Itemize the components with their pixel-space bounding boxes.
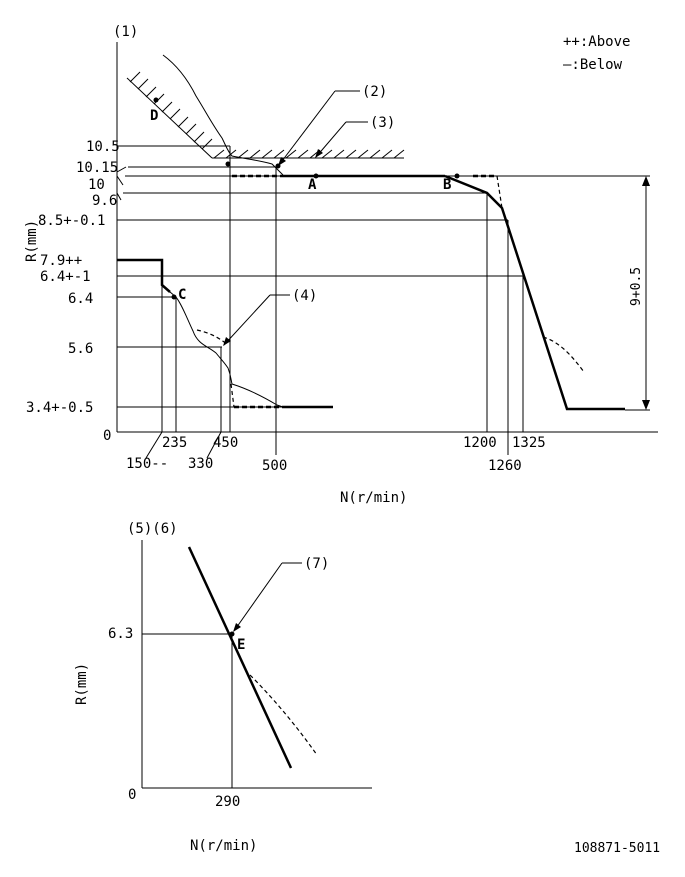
point-b-marker bbox=[454, 173, 460, 179]
y-tick-3-4: 3.4+-0.5 bbox=[26, 400, 93, 416]
range-label: 9+0.5 bbox=[629, 267, 644, 306]
graph2: (5)(6) R(mm) N(r/min) 0 6.3 290 E (7) bbox=[74, 521, 372, 854]
graph1-origin-label: 0 bbox=[103, 428, 111, 444]
graph1-x-axis-label: N(r/min) bbox=[340, 490, 407, 506]
callout-3-leader bbox=[315, 121, 347, 158]
leader-150 bbox=[145, 431, 163, 459]
graph1-y-axis-label: R(mm) bbox=[24, 220, 40, 262]
callout-7-leader bbox=[233, 562, 283, 632]
range-arrow-bottom bbox=[642, 400, 650, 410]
leader-330 bbox=[206, 431, 222, 459]
point-e-marker bbox=[229, 631, 235, 637]
y-tick-10-15: 10.15 bbox=[76, 160, 118, 176]
graph2-dashed-line bbox=[249, 674, 318, 756]
leader-10-15 bbox=[116, 166, 127, 173]
figure-id: 108871-5011 bbox=[574, 841, 660, 856]
cutoff-dashed-alt bbox=[496, 175, 503, 209]
y-tick-6-4: 6.4 bbox=[68, 291, 93, 307]
callout-3-arrowhead bbox=[315, 149, 323, 158]
graph1: (1) ++:Above —:Below R(mm) N(r/min) 0 10… bbox=[24, 24, 658, 506]
callout-7-label: (7) bbox=[304, 556, 329, 572]
leader-9-6 bbox=[116, 192, 122, 201]
x-tick-235: 235 bbox=[162, 435, 187, 451]
idle-curve bbox=[169, 291, 284, 408]
leader-10 bbox=[116, 175, 124, 186]
range-arrow-top bbox=[642, 176, 650, 186]
legend-above: ++:Above bbox=[563, 34, 630, 50]
y-tick-9-6: 9.6 bbox=[92, 193, 117, 209]
y-tick-10: 10 bbox=[88, 177, 105, 193]
point-b-label: B bbox=[443, 177, 451, 193]
main-curve-cutoff bbox=[444, 174, 625, 411]
callout-4-arrowhead bbox=[223, 337, 231, 346]
graph2-y-tick: 6.3 bbox=[108, 626, 133, 642]
graph1-panel-label: (1) bbox=[113, 24, 138, 40]
y-tick-7-9: 7.9++ bbox=[40, 253, 82, 269]
point-c-label: C bbox=[178, 287, 186, 303]
graph2-y-axis-label: R(mm) bbox=[74, 663, 90, 705]
x-tick-1325: 1325 bbox=[512, 435, 546, 451]
y-tick-8-5: 8.5+-0.1 bbox=[38, 213, 105, 229]
graph2-origin-label: 0 bbox=[128, 787, 136, 803]
callout-2-leader bbox=[278, 90, 336, 166]
graph2-panel-label: (5)(6) bbox=[127, 521, 178, 537]
point-d-label: D bbox=[150, 108, 158, 124]
upper-limit-curve bbox=[162, 54, 284, 176]
x-tick-330: 330 bbox=[188, 456, 213, 472]
graph2-x-axis-label: N(r/min) bbox=[190, 838, 257, 854]
point-a-marker bbox=[313, 173, 319, 179]
callout-3-label: (3) bbox=[370, 115, 395, 131]
point-a-label: A bbox=[308, 177, 317, 193]
point-450-marker bbox=[225, 161, 231, 167]
point-e-label: E bbox=[237, 637, 245, 653]
cutoff-dashed-tail bbox=[542, 336, 585, 373]
point-d-marker bbox=[153, 97, 159, 103]
point-c-marker bbox=[171, 294, 177, 300]
callout-2-label: (2) bbox=[362, 84, 387, 100]
idle-curve-start bbox=[117, 258, 171, 293]
stop-line-d bbox=[126, 77, 213, 159]
idle-dashed-drop bbox=[230, 383, 235, 408]
callout-4-leader bbox=[223, 294, 271, 346]
y-tick-10-5: 10.5 bbox=[86, 139, 120, 155]
y-tick-6-4-tol: 6.4+-1 bbox=[40, 269, 91, 285]
x-tick-1200: 1200 bbox=[463, 435, 497, 451]
legend-below: —:Below bbox=[563, 57, 623, 73]
graph2-x-tick: 290 bbox=[215, 794, 240, 810]
callout-4-label: (4) bbox=[292, 288, 317, 304]
x-tick-450: 450 bbox=[213, 435, 238, 451]
graph2-main-line bbox=[187, 546, 293, 769]
x-tick-1260: 1260 bbox=[488, 458, 522, 474]
x-tick-150: 150-- bbox=[126, 456, 168, 472]
x-tick-500: 500 bbox=[262, 458, 287, 474]
y-tick-5-6: 5.6 bbox=[68, 341, 93, 357]
callout-2-arrowhead bbox=[278, 157, 286, 166]
callout-7-arrowhead bbox=[233, 623, 241, 632]
